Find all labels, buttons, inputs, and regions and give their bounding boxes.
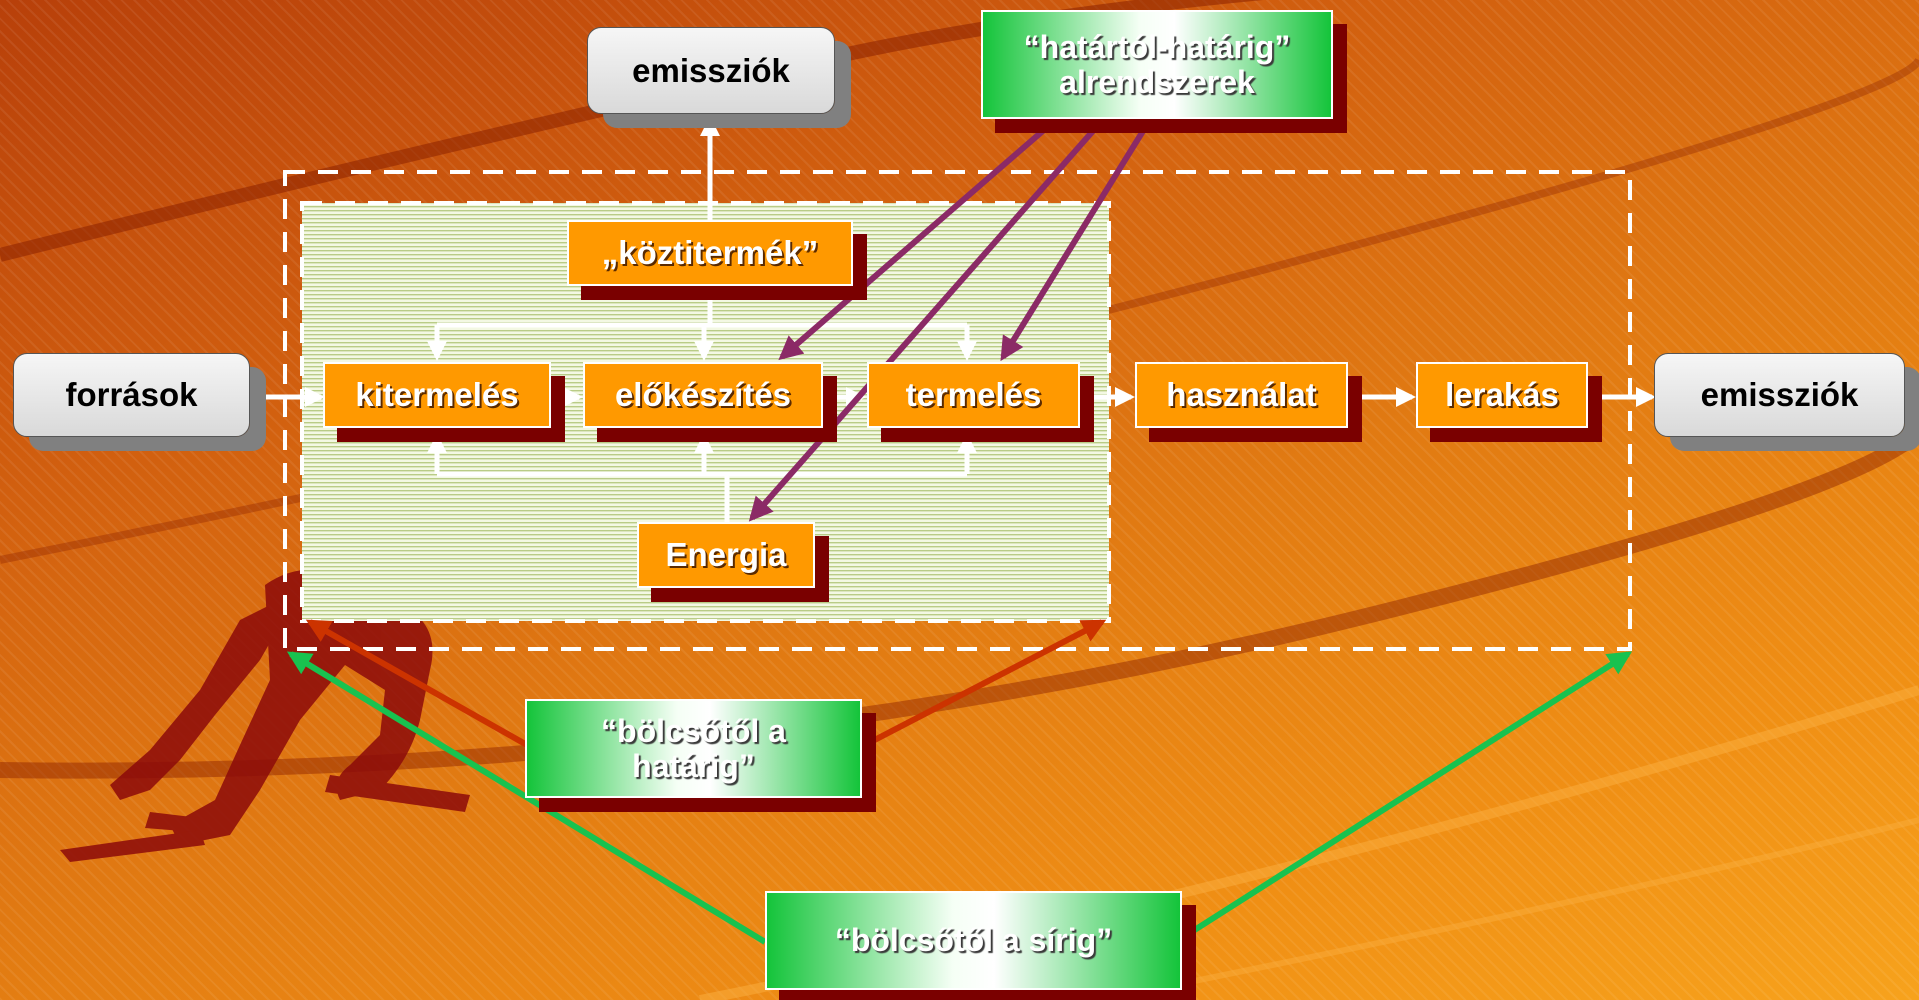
bolcsotol-hatarig-line2: határig” [632, 747, 755, 784]
emissziok-right-box: emissziók [1654, 353, 1905, 437]
emissziok-top-box: emissziók [587, 27, 835, 114]
bolcsotol-sirig-label: “bölcsőtől a sírig” [834, 922, 1113, 959]
emissziok-right-label: emissziók [1700, 376, 1859, 414]
green-arrow-left [286, 651, 767, 945]
elokeszites-box: előkészítés [583, 362, 823, 428]
kitermeles-label: kitermelés [355, 376, 519, 414]
bolcsotol-hatarig-box: “bölcsőtől a határig” [525, 699, 862, 798]
track-curve-5 [1099, 817, 1919, 1000]
lerakas-box: lerakás [1416, 362, 1588, 428]
lerakas-label: lerakás [1445, 376, 1559, 414]
bolcsotol-hatarig-line1: “bölcsőtől a [601, 712, 786, 749]
cradle-to-gate-frame [300, 201, 1111, 623]
purple-arrow-elokeszites [778, 120, 1054, 361]
hasznalat-box: használat [1135, 362, 1348, 428]
hatartol-hatarig-line2: alrendszerek [1059, 63, 1255, 100]
cradle-to-grave-frame [283, 170, 1632, 651]
koztitermek-label: „köztitermék” [601, 234, 819, 272]
purple-arrow-termeles [1000, 121, 1151, 362]
elokeszites-label: előkészítés [614, 376, 792, 414]
red-arrow-left [305, 619, 529, 748]
termeles-label: termelés [905, 376, 1042, 414]
emissziok-top-label: emissziók [632, 51, 790, 89]
kitermeles-box: kitermelés [323, 362, 551, 428]
termeles-box: termelés [867, 362, 1080, 428]
hatartol-hatarig-line1: “határtól-határig” [1023, 28, 1291, 65]
koztitermek-box: „köztitermék” [567, 220, 853, 286]
red-arrow-right [863, 619, 1107, 748]
hatartol-hatarig-box: “határtól-határig” alrendszerek [981, 10, 1333, 119]
green-arrow-right [1180, 651, 1633, 941]
energia-label: Energia [665, 536, 787, 574]
runner-silhouette [60, 569, 470, 862]
forrasok-box: források [13, 353, 250, 437]
hasznalat-label: használat [1166, 376, 1317, 414]
purple-arrow-energia [748, 121, 1103, 522]
bolcsotol-sirig-box: “bölcsőtől a sírig” [765, 891, 1182, 990]
energia-box: Energia [637, 522, 815, 588]
forrasok-label: források [65, 376, 198, 414]
